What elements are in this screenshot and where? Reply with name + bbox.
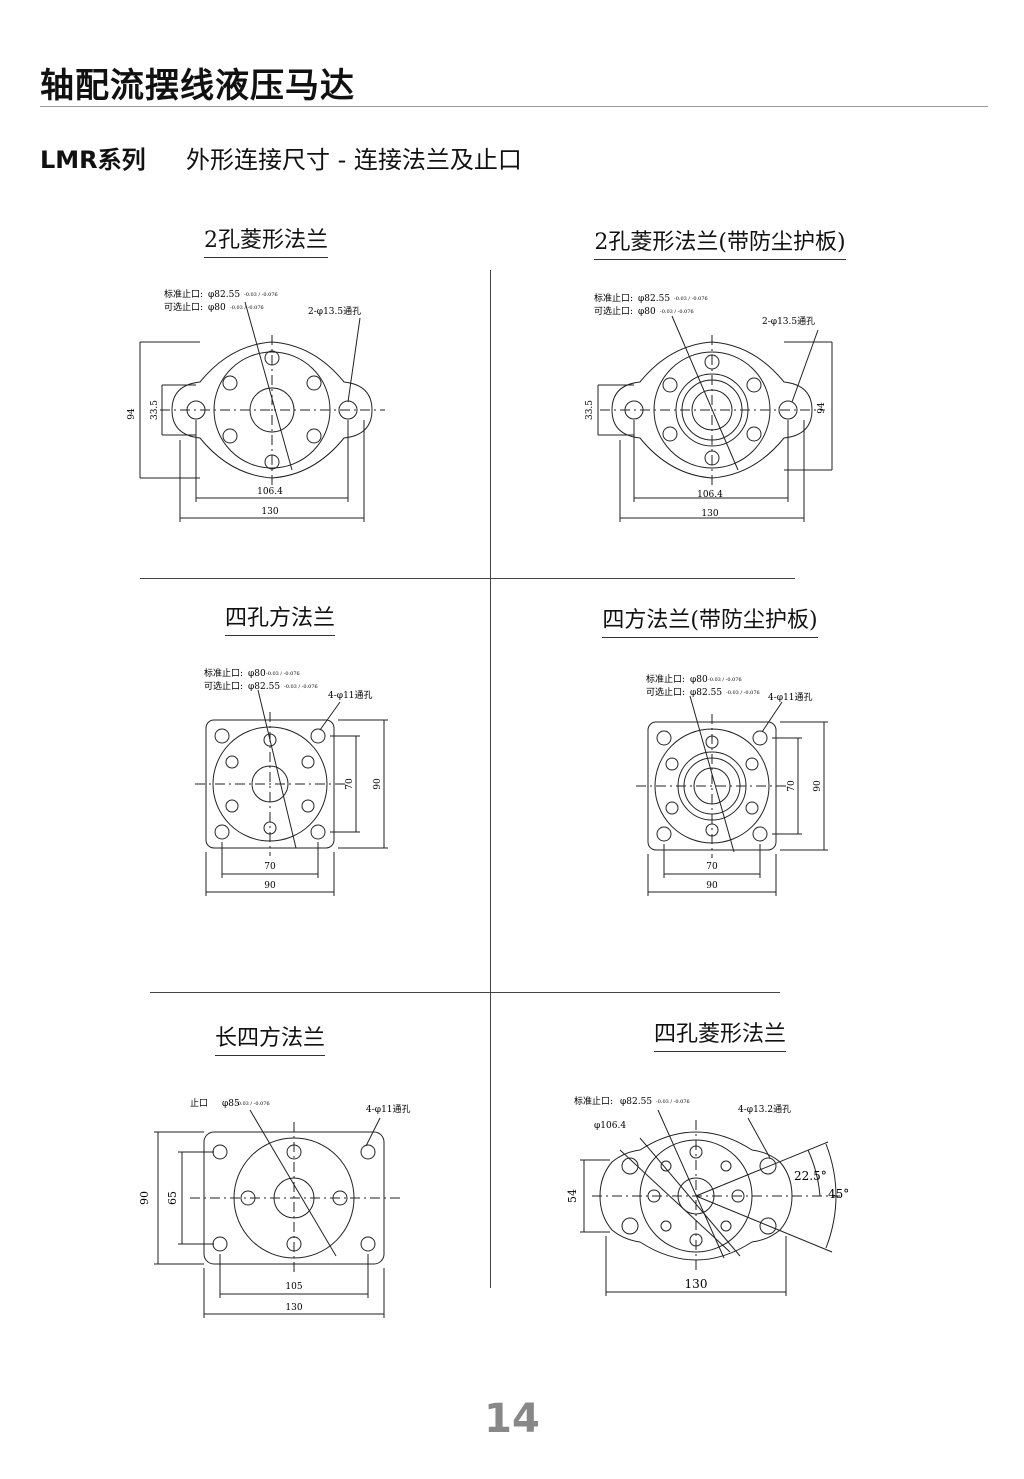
p1-dim-94: 94: [127, 408, 137, 420]
page-number: 14: [484, 1396, 540, 1442]
p6-angle-45: 45°: [828, 1187, 849, 1201]
p4-std-spigot-value: φ80: [690, 675, 708, 685]
p5-dim-130: 130: [285, 1303, 302, 1313]
p1-std-spigot-value: φ82.55: [208, 290, 240, 300]
p2-std-spigot-label: 标准止口:: [594, 292, 633, 304]
p6-std-tolerance: -0.03 / -0.076: [656, 1099, 690, 1105]
section-subtitle: 外形连接尺寸 - 连接法兰及止口: [186, 146, 522, 174]
p3-std-spigot-value: φ80: [248, 669, 266, 679]
p1-std-tolerance: -0.03 / -0.076: [244, 292, 278, 298]
panel-title-2: 2孔菱形法兰(带防尘护板): [560, 224, 880, 260]
p2-std-spigot-value: φ82.55: [638, 294, 670, 304]
p4-dim-90-h: 90: [706, 881, 718, 891]
p6-dim-130: 130: [685, 1277, 708, 1291]
drawing-panel-6: [580, 1109, 840, 1296]
p5-spigot-label: 止口: [190, 1097, 208, 1109]
p1-opt-spigot-label: 可选止口:: [164, 301, 203, 313]
p3-dim-90-h: 90: [264, 881, 276, 891]
p4-hole-callout: 4-φ11通孔: [768, 692, 813, 703]
p3-dim-90-v: 90: [373, 778, 383, 790]
p5-dim-65: 65: [166, 1191, 179, 1205]
panel-title-5: 长四方法兰: [160, 1020, 380, 1056]
p2-dim-106-4: 106.4: [697, 490, 723, 500]
p4-std-spigot-label: 标准止口:: [646, 673, 685, 685]
p6-std-spigot-label: 标准止口:: [574, 1095, 613, 1107]
p5-dim-90: 90: [138, 1191, 151, 1205]
p1-std-spigot-label: 标准止口:: [164, 288, 203, 300]
p1-dim-130: 130: [261, 507, 278, 517]
p6-dim-54: 54: [566, 1189, 579, 1203]
p1-opt-spigot-value: φ80: [208, 303, 226, 313]
p4-opt-spigot-label: 可选止口:: [646, 686, 685, 698]
panel-title-6: 四孔菱形法兰: [610, 1016, 830, 1052]
drawing-panel-2: [597, 315, 833, 522]
p2-opt-tolerance: -0.03 / -0.076: [660, 309, 694, 315]
p3-dim-70-v: 70: [345, 778, 355, 790]
p4-opt-spigot-value: φ82.55: [690, 688, 722, 698]
p4-dim-70-h: 70: [706, 862, 718, 872]
p3-opt-spigot-value: φ82.55: [248, 682, 280, 692]
p4-opt-tolerance: -0.03 / -0.076: [726, 690, 760, 696]
p2-dim-33-5: 33.5: [585, 400, 595, 420]
p4-dim-90-v: 90: [813, 780, 823, 792]
p2-std-tolerance: -0.03 / -0.076: [674, 296, 708, 302]
p5-dim-105: 105: [285, 1282, 302, 1292]
p3-opt-spigot-label: 可选止口:: [204, 680, 243, 692]
panel-title-1: 2孔菱形法兰: [150, 222, 382, 258]
p5-spigot-value: φ85: [222, 1099, 240, 1109]
series-label: LMR系列: [40, 146, 146, 174]
p2-hole-callout: 2-φ13.5通孔: [762, 316, 815, 327]
p2-opt-spigot-value: φ80: [638, 307, 656, 317]
p2-opt-spigot-label: 可选止口:: [594, 305, 633, 317]
p3-dim-70-h: 70: [264, 862, 276, 872]
vertical-separator: [490, 270, 491, 1288]
header-divider: [40, 106, 988, 107]
drawing-panel-5: [154, 1109, 400, 1318]
drawing-panel-1: [139, 301, 385, 522]
p3-std-tolerance: -0.03 / -0.076: [266, 671, 300, 677]
p2-dim-94: 94: [817, 402, 827, 414]
page-title: 轴配流摆线液压马达: [40, 66, 355, 106]
p4-std-tolerance: -0.03 / -0.076: [708, 677, 742, 683]
p6-hole-callout: 4-φ13.2通孔: [738, 1104, 791, 1115]
p6-std-spigot-value: φ82.55: [620, 1097, 652, 1107]
panel-title-3: 四孔方法兰: [170, 600, 390, 636]
horizontal-separator-2: [150, 992, 780, 993]
panel-title-4: 四方法兰(带防尘护板): [560, 602, 860, 638]
p1-dim-33-5: 33.5: [150, 400, 160, 420]
p6-pcd: φ106.4: [594, 1121, 626, 1131]
p2-dim-130: 130: [701, 509, 718, 519]
p1-opt-tolerance: -0.03 / -0.076: [230, 305, 264, 311]
p1-dim-106-4: 106.4: [257, 487, 283, 497]
p1-hole-callout: 2-φ13.5通孔: [308, 306, 361, 317]
drawing-panel-4: [636, 695, 828, 896]
drawing-panel-3: [195, 689, 388, 896]
p3-opt-tolerance: -0.03 / -0.076: [284, 684, 318, 690]
horizontal-separator-1: [140, 578, 795, 579]
p3-std-spigot-label: 标准止口:: [204, 667, 243, 679]
p4-dim-70-v: 70: [787, 780, 797, 792]
p6-angle-22-5: 22.5°: [794, 1169, 827, 1183]
p5-hole-callout: 4-φ11通孔: [366, 1104, 411, 1115]
p5-tolerance: -0.03 / -0.076: [236, 1101, 270, 1107]
p3-hole-callout: 4-φ11通孔: [328, 690, 373, 701]
